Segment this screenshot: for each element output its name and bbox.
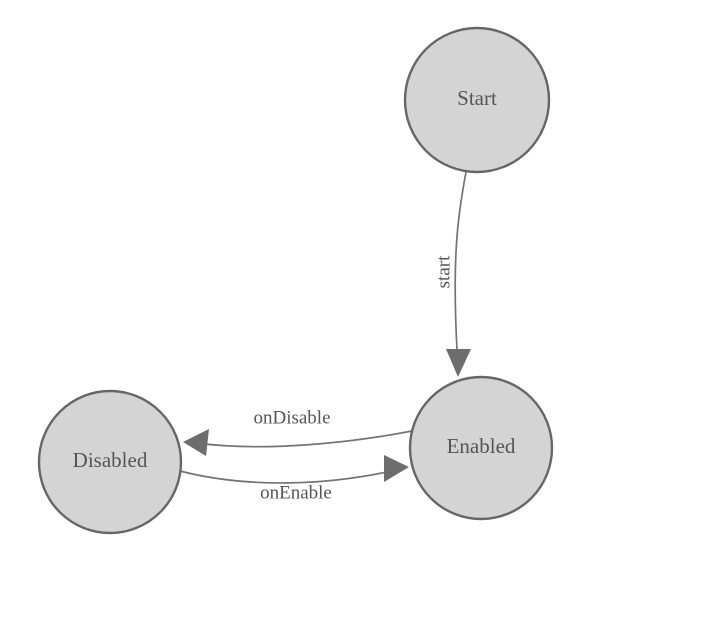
edge-label-ondisable: onDisable <box>253 407 330 428</box>
edge-disabled-to-enabled[interactable]: onEnable <box>179 455 409 503</box>
edge-path-disabled-to-enabled <box>179 469 397 484</box>
edge-path-enabled-to-disabled <box>195 430 413 448</box>
node-disabled[interactable]: Disabled <box>37 389 183 535</box>
arrowhead-icon-disabled-to-enabled <box>384 455 409 482</box>
node-circle-start <box>403 26 551 174</box>
edge-path-start-to-enabled <box>454 171 467 351</box>
node-label-start: Start <box>457 86 497 110</box>
edge-label-onenable: onEnable <box>260 482 332 503</box>
edge-enabled-to-disabled[interactable]: onDisable <box>183 407 413 456</box>
edge-label-start: start <box>433 255 454 288</box>
node-label-enabled: Enabled <box>447 434 516 458</box>
edge-start-to-enabled[interactable]: start <box>433 171 471 377</box>
node-start[interactable]: Start <box>403 26 551 174</box>
node-circle-enabled <box>408 375 554 521</box>
node-label-disabled: Disabled <box>73 448 148 472</box>
arrowhead-icon-start-to-enabled <box>446 349 471 377</box>
arrowhead-icon-enabled-to-disabled <box>183 429 209 456</box>
node-circle-disabled <box>37 389 183 535</box>
node-enabled[interactable]: Enabled <box>408 375 554 521</box>
